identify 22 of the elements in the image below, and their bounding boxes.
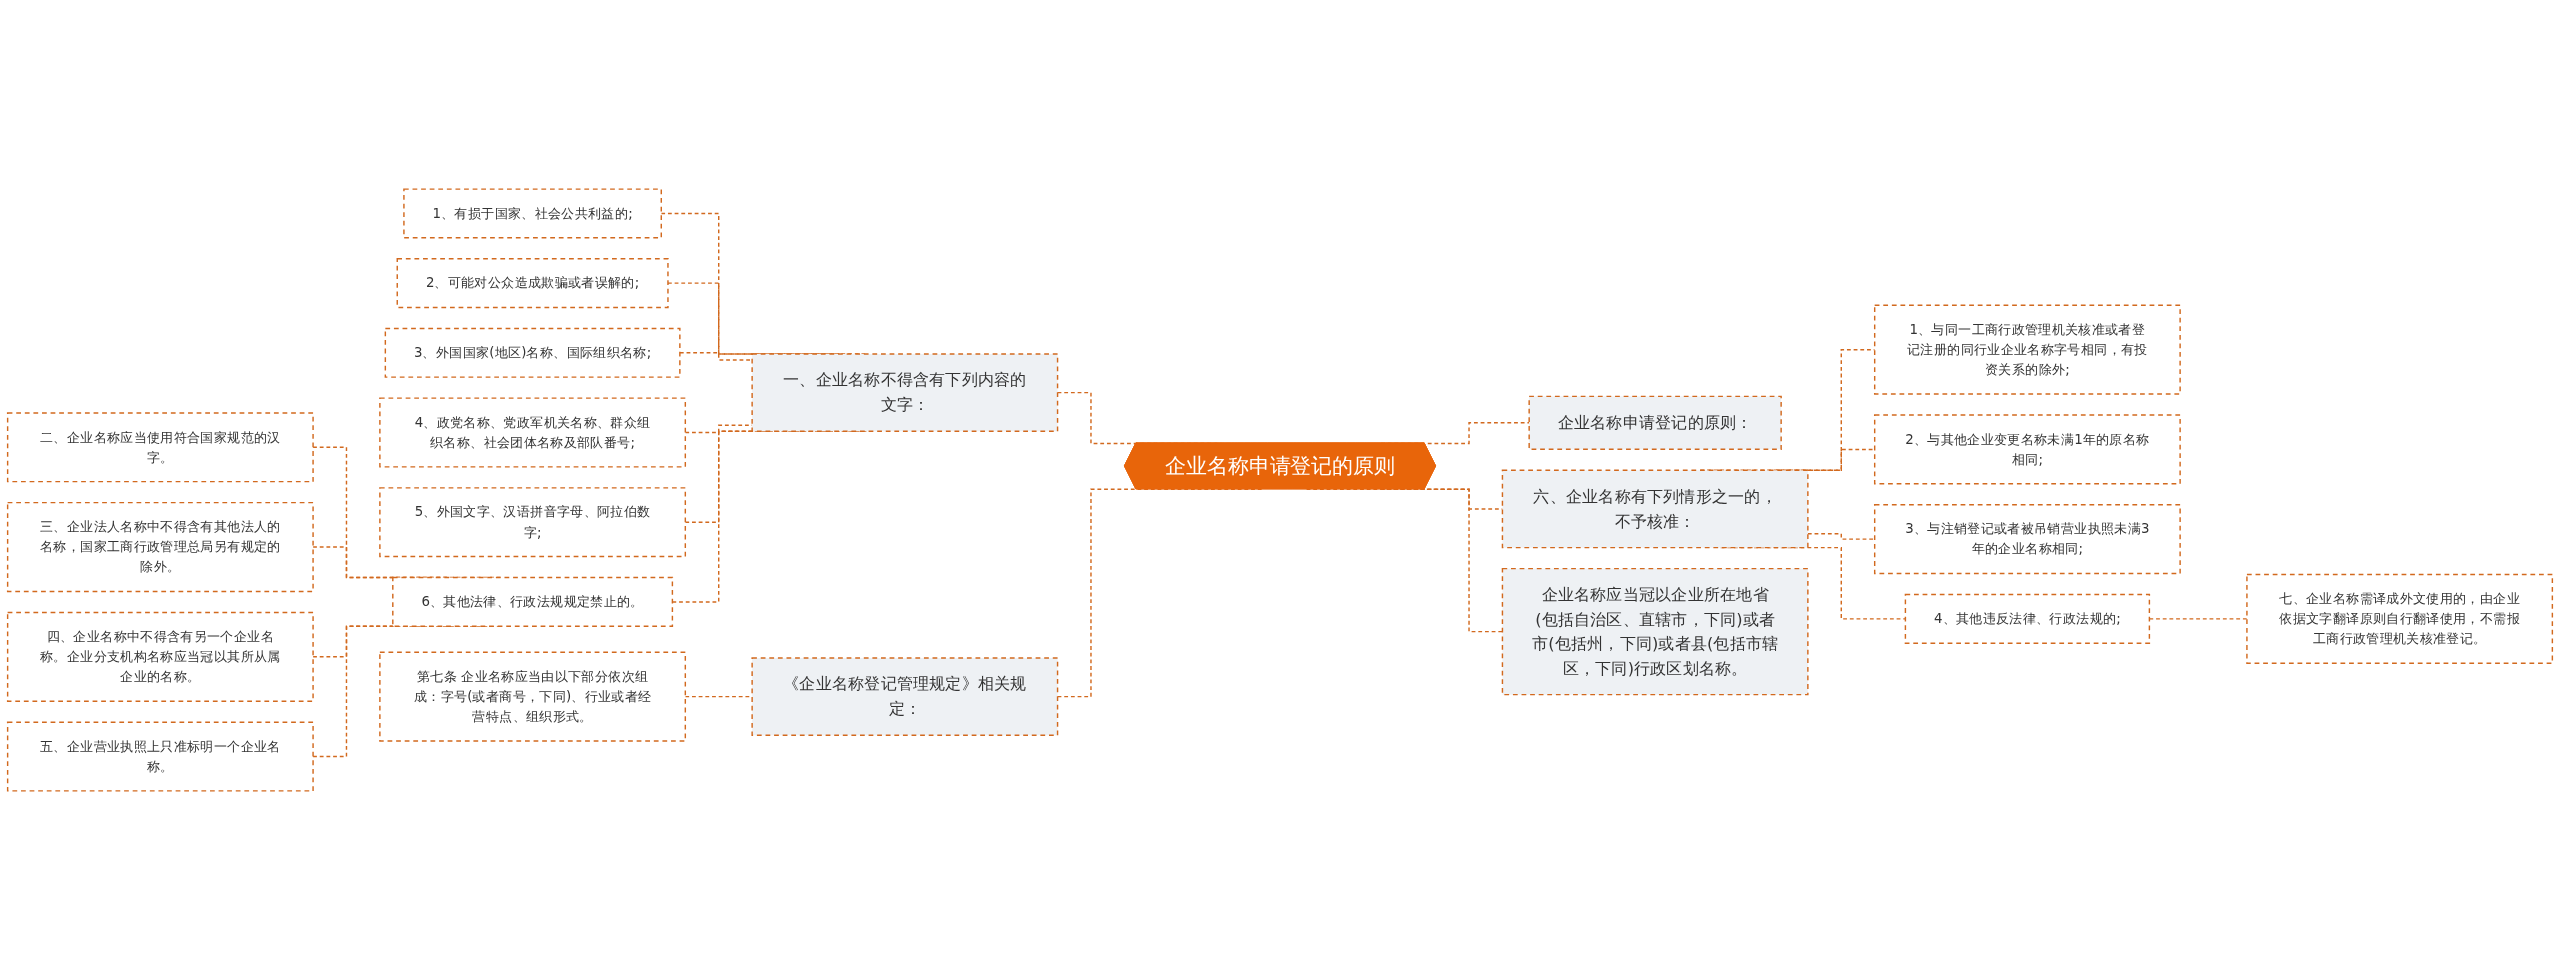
node-box: 六、企业名称有下列情形之一的，不予核准： (1501, 469, 1809, 549)
node-box: 二、企业名称应当使用符合国家规范的汉字。 (6, 412, 314, 483)
connector (679, 352, 753, 361)
node-box: 三、企业法人名称中不得含有其他法人的名称，国家工商行政管理总局另有规定的除外。 (6, 501, 314, 593)
node-box: 5、外国文字、汉语拼音字母、阿拉伯数字; (379, 487, 687, 558)
node-box: 四、企业名称中不得含有另一个企业名称。企业分支机构名称应当冠以其所从属企业的名称。 (6, 611, 314, 702)
node-box: 3、外国国家(地区)名称、国际组织名称; (384, 327, 681, 378)
node-box: 3、与注销登记或者被吊销营业执照未满3年的企业名称相同; (1873, 504, 2181, 575)
node-box: 企业名称申请登记的原则： (1528, 395, 1782, 451)
node-box: 《企业名称登记管理规定》相关规定： (751, 657, 1059, 736)
node-box: 企业名称应当冠以企业所在地省(包括自治区、直辖市，下同)或者市(包括州，下同)或者县(包括市辖区，下同)行政区划名称。 (1501, 567, 1809, 696)
node-box: 4、政党名称、党政军机关名称、群众组织名称、社会团体名称及部队番号; (379, 397, 687, 468)
node-box: 6、其他法律、行政法规规定禁止的。 (392, 576, 674, 627)
node-box: 4、其他违反法律、行政法规的; (1904, 593, 2151, 644)
node-box: 1、与同一工商行政管理机关核准或者登记注册的同行业企业名称字号相同，有投资关系的除外; (1873, 304, 2181, 395)
node-box: 一、企业名称不得含有下列内容的文字： (751, 353, 1059, 432)
node-box: 第七条 企业名称应当由以下部分依次组成：字号(或者商号，下同)、行业或者经营特点、组织形式。 (379, 651, 687, 742)
node-box: 2、可能对公众造成欺骗或者误解的; (396, 258, 669, 309)
node-box: 1、有损于国家、社会公共利益的; (403, 188, 662, 239)
node-box: 五、企业营业执照上只准标明一个企业名称。 (6, 721, 314, 792)
node-box: 2、与其他企业变更名称未满1年的原名称相同; (1873, 414, 2181, 485)
node-box: 七、企业名称需译成外文使用的，由企业依据文字翻译原则自行翻译使用，不需报工商行政管理机关核准登记。 (2246, 573, 2554, 664)
